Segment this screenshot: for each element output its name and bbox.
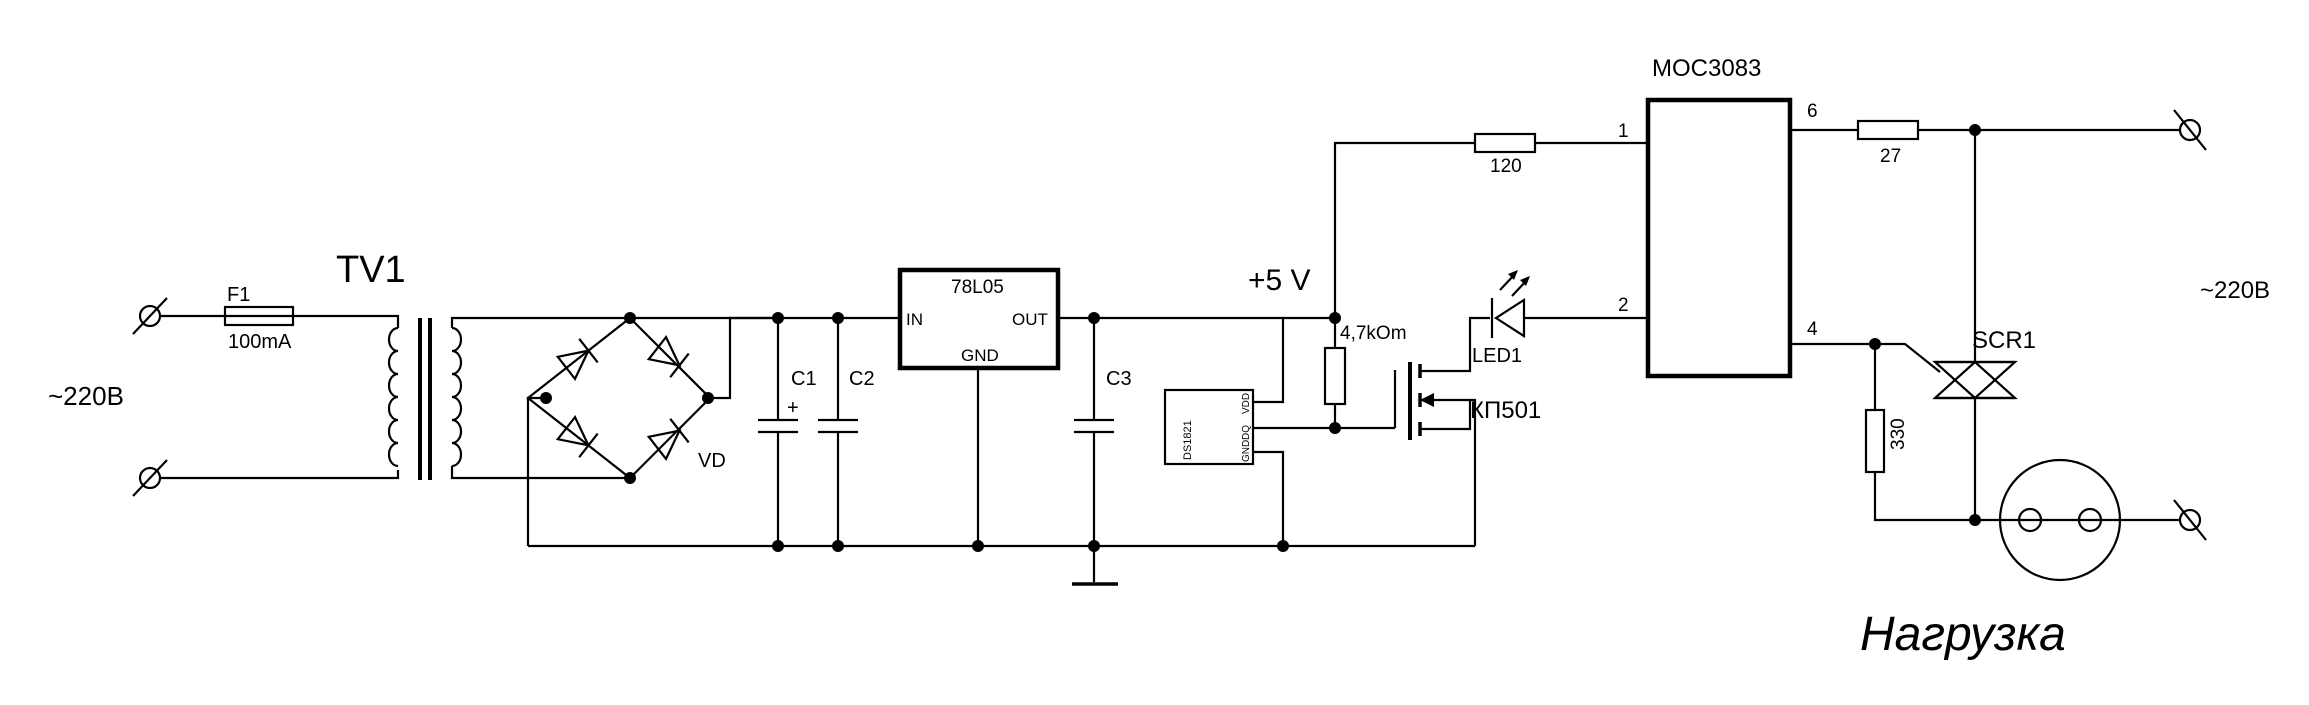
led1 xyxy=(1468,270,1648,339)
opto-pin-6: 6 xyxy=(1807,101,1818,122)
fuse-f1 xyxy=(223,305,400,328)
sensor-gnd-pin: GND xyxy=(1241,440,1252,462)
resistor-27 xyxy=(1856,119,2180,141)
led-label: LED1 xyxy=(1472,345,1522,367)
transformer-label: TV1 xyxy=(336,249,406,291)
mains-output-terminals xyxy=(2173,109,2207,541)
fuse-rating-label: 100mA xyxy=(228,331,292,353)
rail-voltage-label: +5 V xyxy=(1248,264,1311,297)
bridge-negative-wire xyxy=(526,396,546,546)
led-drive-wire xyxy=(1333,141,1475,318)
capacitor-c1 xyxy=(758,318,798,546)
resistor-330 xyxy=(1864,338,1981,526)
bridge-label: VD xyxy=(698,450,726,472)
regulator-gnd-pin: GND xyxy=(961,346,999,365)
triac-label: SCR1 xyxy=(1972,327,2036,354)
sensor-vdd-pin: VDD xyxy=(1241,393,1252,414)
sensor-label: DS1821 xyxy=(1182,420,1194,460)
resistor-120 xyxy=(1473,132,1648,154)
mains-input-terminals xyxy=(132,297,400,497)
voltage-regulator-78l05 xyxy=(897,267,1061,546)
temperature-sensor-ds1821 xyxy=(1163,318,1335,546)
sensor-dq-pin: DQ xyxy=(1241,425,1252,440)
opto-pin-4: 4 xyxy=(1807,319,1818,340)
c1-label: C1 xyxy=(791,368,817,390)
resistor-330-label: 330 xyxy=(1888,418,1909,450)
regulator-out-pin: OUT xyxy=(1012,310,1048,329)
opto-pin-2: 2 xyxy=(1618,295,1629,316)
fuse-label: F1 xyxy=(227,284,250,306)
mains-input-label: ~220B xyxy=(48,381,124,411)
optocoupler-label: MOC3083 xyxy=(1652,55,1761,82)
load-label: Нагрузка xyxy=(1860,608,2066,661)
diode-bridge-vd xyxy=(526,312,714,484)
c1-polarity: + xyxy=(787,397,799,419)
transformer-tv1 xyxy=(387,316,630,480)
bridge-positive-wire xyxy=(708,316,778,400)
load-socket xyxy=(1975,458,2180,582)
mosfet-kp501 xyxy=(1393,330,1477,546)
pullup-resistor-label: 4,7kOm xyxy=(1340,323,1407,344)
resistor-120-label: 120 xyxy=(1490,156,1522,177)
resistor-27-label: 27 xyxy=(1880,146,1901,167)
regulator-label: 78L05 xyxy=(951,277,1004,298)
mosfet-label: КП501 xyxy=(1470,397,1541,424)
triac-scr1 xyxy=(1875,130,2018,520)
mains-output-label: ~220B xyxy=(2200,277,2270,304)
capacitor-c2 xyxy=(818,318,858,546)
regulator-in-pin: IN xyxy=(906,310,923,329)
capacitor-c3 xyxy=(1074,318,1114,546)
c3-label: C3 xyxy=(1106,368,1132,390)
c2-label: C2 xyxy=(849,368,875,390)
optocoupler-moc3083 xyxy=(1645,97,1875,379)
rail-junctions xyxy=(772,312,1341,552)
opto-pin-1: 1 xyxy=(1618,121,1629,142)
